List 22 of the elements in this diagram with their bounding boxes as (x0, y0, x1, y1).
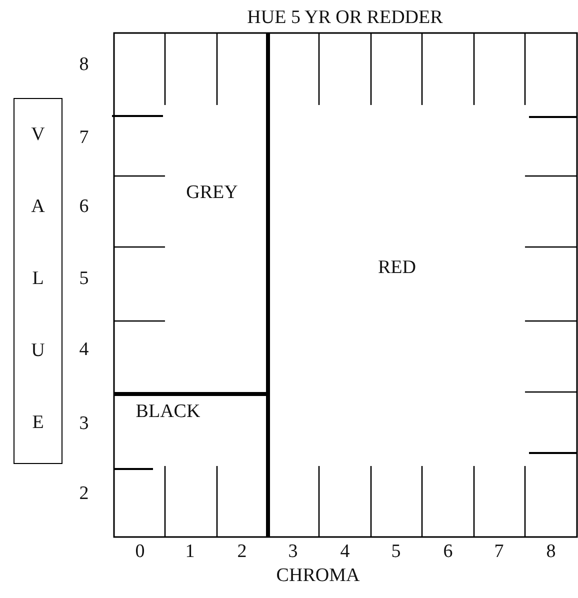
chart-title: HUE 5 YR OR REDDER (247, 7, 443, 29)
chroma-tick-label: 5 (391, 541, 401, 563)
value-tick-label: 5 (79, 268, 89, 290)
axis-title: CHROMA (276, 565, 360, 587)
chroma-tick-label: 8 (546, 541, 556, 563)
value-tick-label: 7 (79, 127, 89, 149)
value-tick-label: 2 (79, 483, 89, 505)
axis-title-box: V A L U E (14, 98, 62, 464)
value-tick-label: 4 (79, 339, 89, 361)
value-tick-label: 8 (79, 54, 89, 76)
region-label: BLACK (136, 401, 200, 423)
value-tick-label: 6 (79, 196, 89, 218)
chroma-tick-label: 2 (237, 541, 247, 563)
region-label: GREY (186, 182, 238, 204)
value-tick-label: 3 (79, 413, 89, 435)
chroma-tick-label: 3 (288, 541, 298, 563)
chroma-tick-label: 6 (443, 541, 453, 563)
chroma-tick-label: 1 (185, 541, 195, 563)
chroma-tick-label: 7 (494, 541, 504, 563)
chroma-tick-label: 0 (135, 541, 145, 563)
chroma-tick-label: 4 (340, 541, 350, 563)
region-label: RED (378, 257, 416, 279)
